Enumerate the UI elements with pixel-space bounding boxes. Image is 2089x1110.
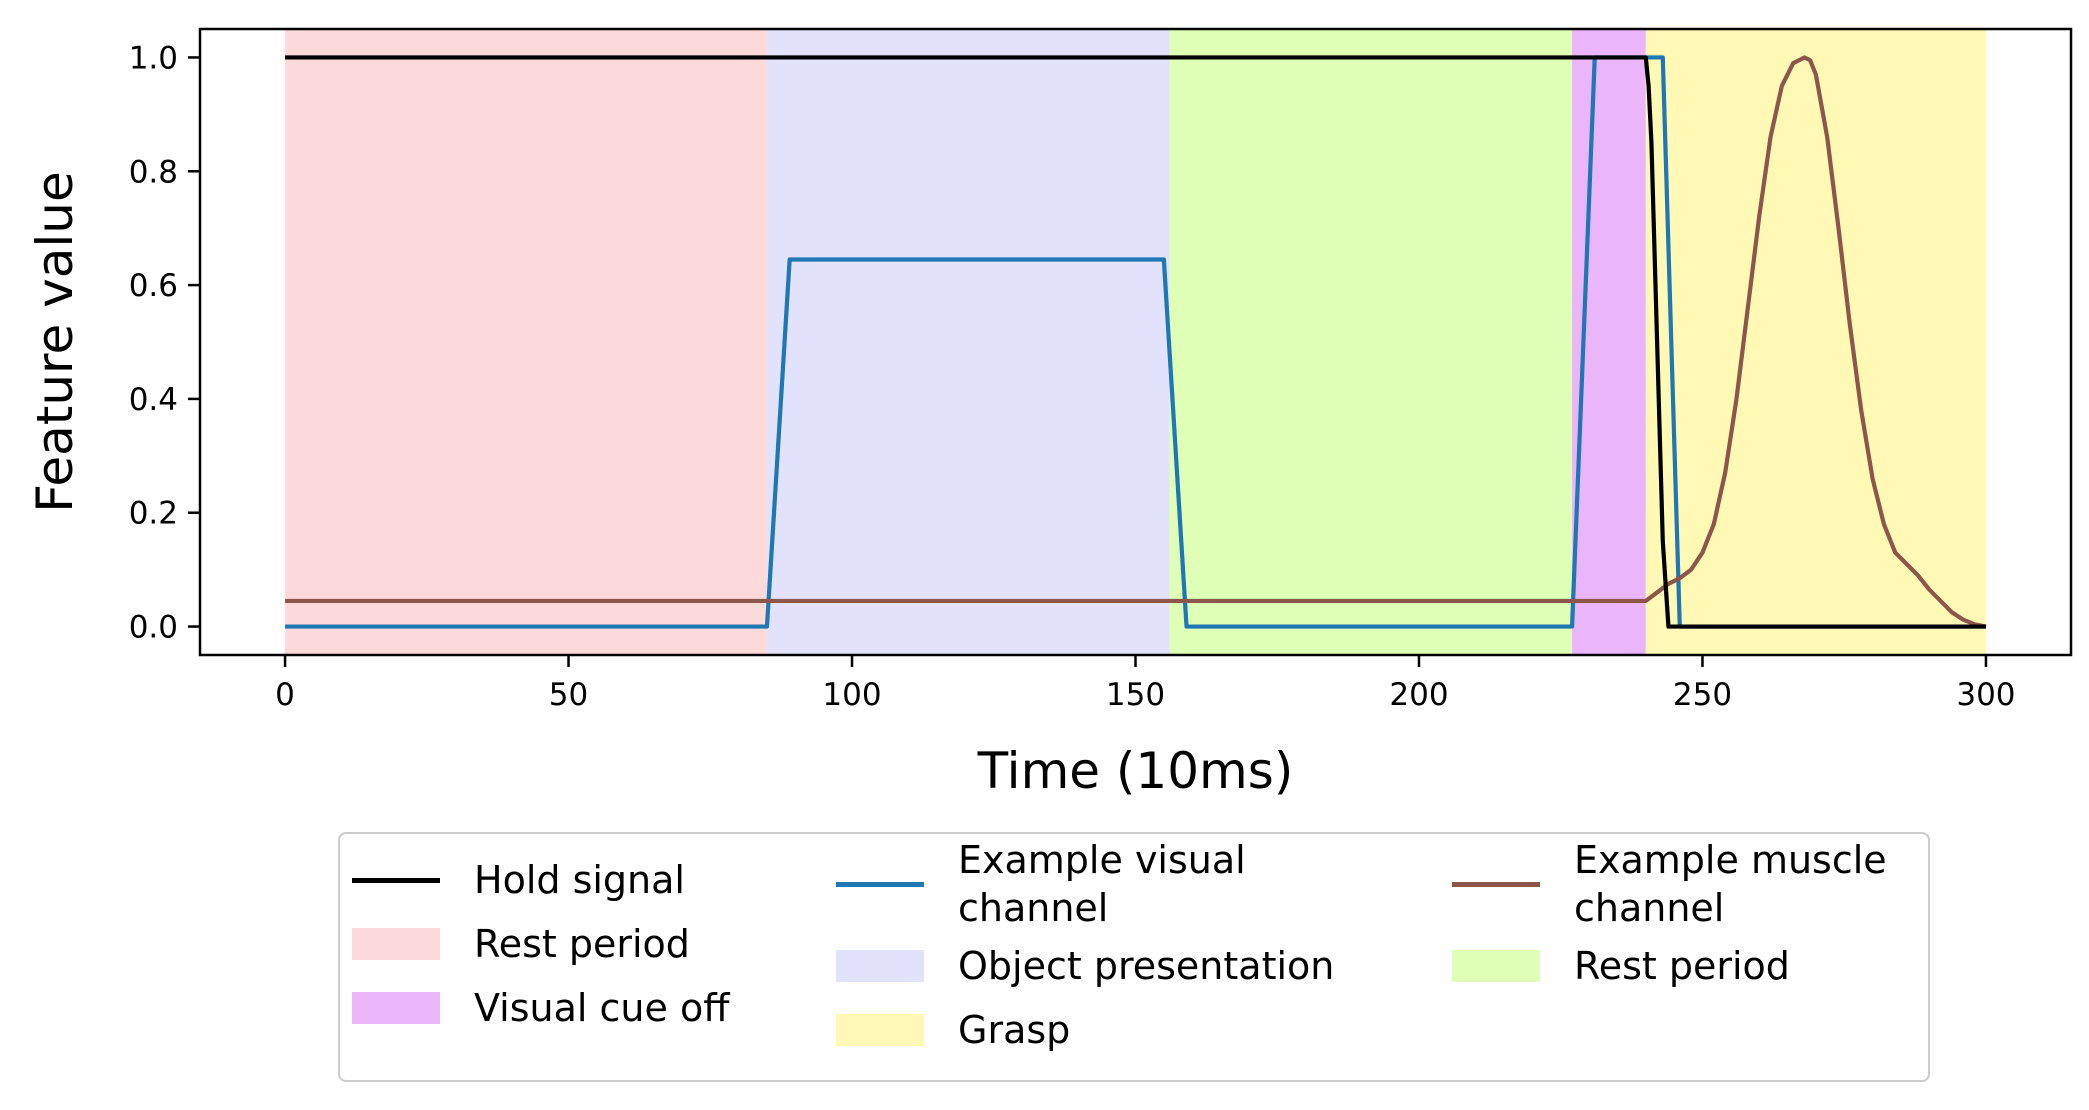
y-tick-label-4: 0.8 — [129, 154, 178, 190]
y-tick-label-0: 0.0 — [129, 610, 178, 646]
y-tick-label-5: 1.0 — [129, 40, 178, 76]
legend-label: Hold signal — [474, 858, 685, 902]
region-2 — [1169, 29, 1573, 655]
legend-label: Example visual channel — [958, 838, 1246, 930]
legend-line-swatch — [352, 877, 440, 883]
series-line-2 — [285, 55, 1987, 629]
legend-label: Grasp — [958, 1008, 1071, 1052]
x-tick-label-4: 200 — [1389, 677, 1448, 713]
x-tick-label-6: 300 — [1956, 677, 2015, 713]
y-tick-label-2: 0.4 — [129, 382, 178, 418]
legend-item-2-1: Object presentation — [836, 934, 1334, 998]
legend-patch-swatch — [352, 928, 440, 960]
legend-patch-swatch — [836, 1014, 924, 1046]
data-series — [285, 55, 1987, 629]
legend-label: Object presentation — [958, 944, 1335, 988]
legend-item-3-1: Rest period — [1452, 934, 1887, 998]
legend-item-2-2: Grasp — [836, 998, 1334, 1062]
region-0 — [285, 29, 767, 655]
legend-item-3-0: Example muscle channel — [1452, 834, 1887, 934]
x-tick-label-3: 150 — [1106, 677, 1165, 713]
legend-line-swatch — [1452, 881, 1540, 887]
series-line-0 — [285, 55, 1986, 629]
region-1 — [766, 29, 1170, 655]
legend-line-swatch — [836, 881, 924, 887]
x-axis-label: Time (10ms) — [977, 742, 1294, 800]
series-line-1 — [285, 55, 1986, 629]
x-tick-label-2: 100 — [822, 677, 881, 713]
legend-item-2-0: Example visual channel — [836, 834, 1334, 934]
x-axis-ticks: 0 50 100 150 200 250 300 — [275, 655, 2016, 713]
legend-label: Rest period — [474, 922, 690, 966]
phase-regions — [285, 29, 1986, 655]
legend-patch-swatch — [1452, 950, 1540, 982]
legend-label: Example muscle channel — [1574, 838, 1887, 930]
legend-item-1-2: Visual cue off — [352, 976, 729, 1040]
legend-item-1-0: Hold signal — [352, 848, 729, 912]
x-tick-label-1: 50 — [549, 677, 588, 713]
legend-label: Visual cue off — [474, 986, 730, 1030]
y-axis-ticks: 0.0 0.2 0.4 0.6 0.8 1.0 — [129, 40, 200, 646]
line-chart: 0 50 100 150 200 250 300 0.0 0.2 0.4 0.6 0.8 1.0 Ti… — [26, 27, 2073, 800]
y-axis-label: Feature value — [26, 171, 84, 512]
legend-item-1-1: Rest period — [352, 912, 729, 976]
x-tick-label-5: 250 — [1673, 677, 1732, 713]
legend-patch-swatch — [352, 992, 440, 1024]
legend-label: Rest period — [1574, 944, 1790, 988]
y-tick-label-1: 0.2 — [129, 496, 178, 532]
legend-patch-swatch — [836, 950, 924, 982]
x-tick-label-0: 0 — [275, 677, 295, 713]
y-tick-label-3: 0.6 — [129, 268, 178, 304]
